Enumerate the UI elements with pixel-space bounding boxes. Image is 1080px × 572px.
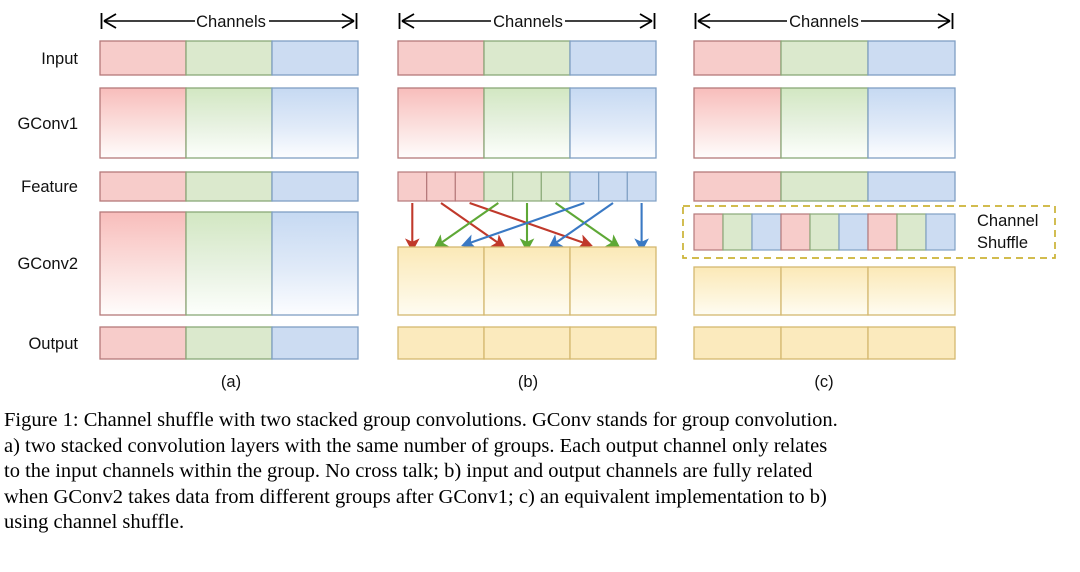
figure-panel-container: Input GConv1 Feature GConv2 Output Chann… (17, 10, 1056, 391)
panel-c-input-bar (693, 40, 956, 76)
panel-c-feature-bar (693, 171, 956, 202)
panel-a: Channels (99, 10, 359, 391)
row-label-group: Input GConv1 Feature GConv2 Output (17, 50, 78, 353)
row-label-output: Output (28, 335, 78, 353)
channel-shuffle-label-line2: Shuffle (977, 234, 1028, 252)
panel-a-input-bar (99, 40, 359, 76)
channels-label-b: Channels (493, 13, 563, 31)
arrow-3-to-1 (433, 202, 499, 249)
panel-c-output-bar (693, 326, 956, 360)
channels-axis-a: Channels (100, 10, 358, 32)
panel-b-gconv1-bar (397, 87, 657, 159)
panel-label-a: (a) (221, 373, 241, 391)
arrow-6-to-2 (461, 202, 585, 249)
panel-b-output-bar (397, 326, 657, 360)
figure-caption: Figure 1: Channel shuffle with two stack… (0, 408, 1080, 536)
channels-axis-b: Channels (398, 10, 656, 32)
row-label-feature: Feature (21, 178, 78, 196)
panel-c-gconv2-bar (693, 266, 956, 316)
caption-line-3: to the input channels within the group. … (4, 460, 813, 482)
panel-b-input-bar (397, 40, 657, 76)
channel-shuffle-box: Channel Shuffle (682, 205, 1056, 259)
caption-line-5: using channel shuffle. (4, 511, 185, 533)
arrow-7-to-5 (548, 202, 614, 249)
panel-a-gconv2-bar (99, 211, 359, 316)
channel-shuffle-label-line1: Channel (977, 212, 1038, 230)
panel-a-feature-bar (99, 171, 359, 202)
panel-c-shuffled-cells (693, 213, 956, 251)
panel-b-shuffle-arrows (404, 202, 649, 253)
panel-label-c: (c) (814, 373, 833, 391)
panel-a-output-bar (99, 326, 359, 360)
panel-label-b: (b) (518, 373, 538, 391)
panel-b-gconv2-bar (397, 246, 657, 316)
caption-line-4: when GConv2 takes data from different gr… (4, 485, 827, 508)
row-label-gconv2: GConv2 (17, 255, 78, 273)
channels-label-a: Channels (196, 13, 266, 31)
caption-line-2: a) two stacked convolution layers with t… (4, 434, 828, 457)
row-label-input: Input (41, 50, 78, 68)
channels-label-c: Channels (789, 13, 859, 31)
channels-axis-c: Channels (694, 10, 954, 32)
panel-b-feature-cells (397, 171, 657, 202)
panel-b: Channels (397, 10, 657, 391)
caption-line-1: Figure 1: Channel shuffle with two stack… (4, 409, 838, 431)
panel-a-gconv1-bar (99, 87, 359, 159)
panel-c-gconv1-bar (693, 87, 956, 159)
panel-c: Channels (682, 10, 1056, 391)
row-label-gconv1: GConv1 (17, 115, 78, 133)
figure-svg: Input GConv1 Feature GConv2 Output Chann… (17, 10, 1056, 391)
